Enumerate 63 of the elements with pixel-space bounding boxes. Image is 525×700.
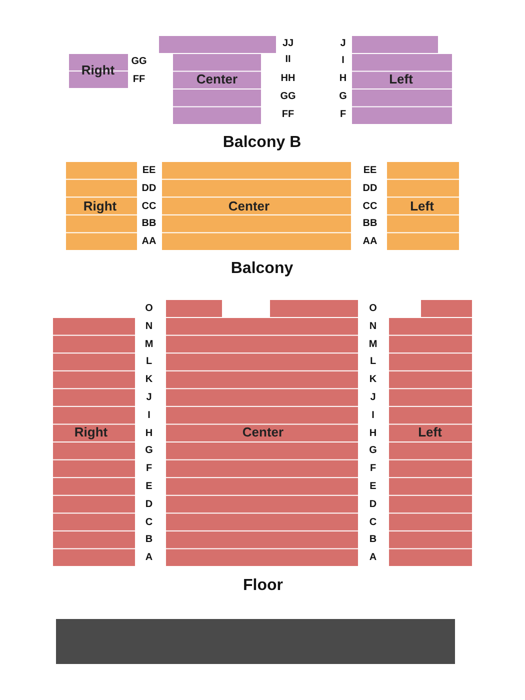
row-letter: N: [145, 322, 153, 332]
row-letter: I: [148, 410, 150, 421]
row-letter: H: [369, 428, 377, 439]
row-letter: DD: [362, 184, 378, 194]
row-letter: G: [339, 92, 347, 102]
row-letter: J: [146, 393, 152, 403]
row-letter: AA: [142, 237, 156, 248]
row-letter: K: [145, 375, 153, 386]
row-letter: AA: [362, 237, 378, 248]
row-letter: D: [145, 500, 153, 510]
row-letter: CC: [362, 202, 378, 212]
row-letter: K: [369, 375, 377, 386]
row-letter: FF: [282, 110, 294, 120]
row-letter: JJ: [282, 39, 294, 49]
row-letter: I: [372, 410, 374, 421]
row-letter: A: [369, 553, 377, 564]
section-name: Right: [74, 426, 108, 438]
level-title: Balcony: [230, 261, 294, 277]
row-letter: BB: [142, 219, 156, 230]
row-letter: EE: [363, 166, 377, 176]
row-letter: M: [368, 340, 378, 350]
row-letter: B: [369, 535, 377, 546]
row-letter: GG: [131, 57, 147, 67]
row-letter: A: [145, 553, 153, 564]
row-letter: EE: [142, 166, 156, 176]
row-letter: E: [370, 482, 376, 492]
row-letter: O: [369, 304, 377, 314]
row-letter: O: [145, 304, 153, 314]
row-letter: C: [145, 518, 153, 528]
section-name: Left: [389, 72, 413, 86]
row-letter: J: [370, 393, 376, 403]
row-letter: H: [145, 428, 153, 439]
row-letter: N: [369, 322, 377, 332]
row-letter: BB: [362, 219, 378, 230]
level-title: Balcony B: [222, 135, 302, 151]
row-letter: J: [340, 39, 346, 49]
row-letter: C: [369, 518, 377, 528]
row-letter: L: [146, 357, 152, 368]
row-letter: II: [285, 55, 291, 65]
section-name: Center: [196, 72, 238, 86]
row-letter: H: [339, 74, 347, 84]
row-letter: GG: [280, 92, 296, 102]
row-letter: L: [370, 357, 376, 368]
row-letter: CC: [142, 202, 156, 212]
section-name: Left: [410, 200, 434, 212]
level-title: Floor: [243, 578, 283, 594]
row-letter: M: [144, 340, 154, 350]
row-letter: F: [370, 464, 376, 474]
row-letter: G: [369, 446, 377, 456]
row-letter: E: [146, 482, 152, 492]
row-letter: HH: [280, 74, 296, 84]
section-name: Left: [418, 426, 442, 438]
row-letter: D: [369, 500, 377, 510]
row-letter: FF: [132, 75, 146, 85]
row-letter: F: [146, 464, 152, 474]
row-letter: G: [145, 446, 153, 456]
row-letter: DD: [142, 184, 156, 194]
row-letter: I: [342, 56, 344, 66]
row-letter: F: [340, 110, 346, 120]
section-name: Right: [83, 200, 117, 212]
section-name: Center: [228, 200, 270, 212]
section-name: Center: [242, 426, 284, 438]
row-letter: B: [145, 535, 153, 546]
